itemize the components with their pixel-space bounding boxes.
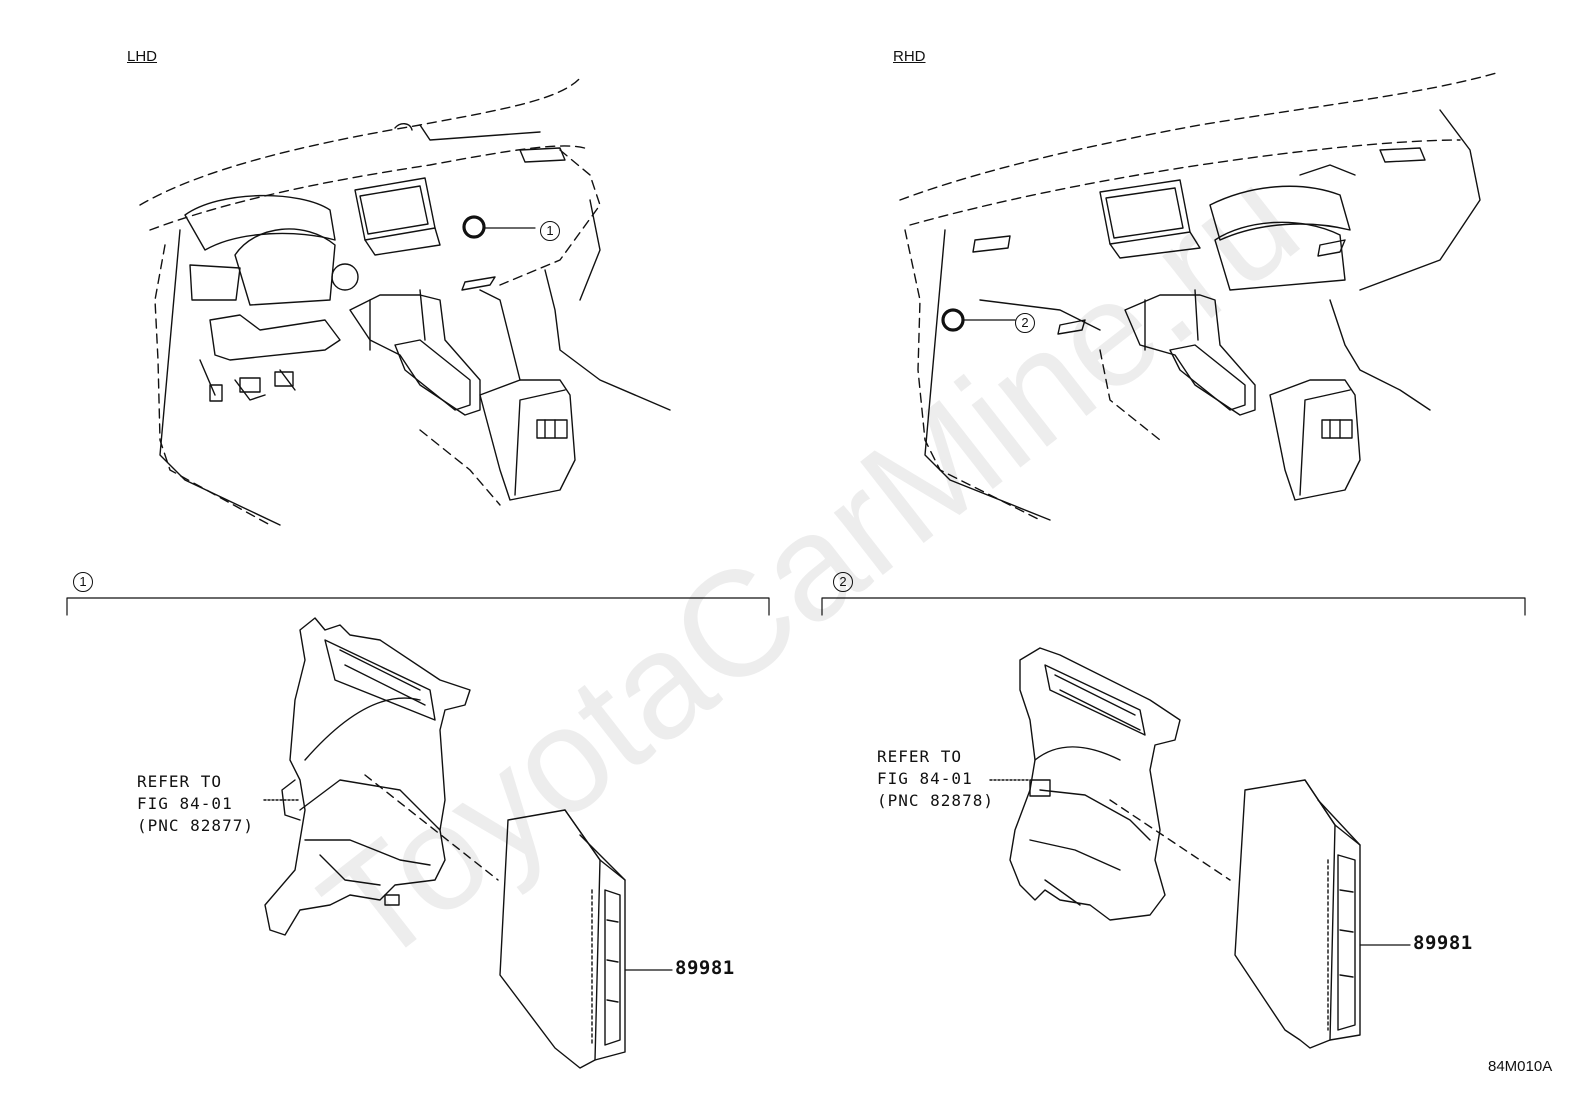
section-number-1: 1 — [73, 572, 93, 592]
rhd-label: RHD — [893, 48, 926, 65]
section-number-2: 2 — [833, 572, 853, 592]
section-brackets — [66, 597, 1526, 616]
right-refer-line-1: REFER TO — [877, 747, 963, 766]
location-callout-1: 1 — [540, 221, 560, 241]
right-refer-line-3: (PNC 82878) — [877, 791, 994, 810]
location-callout-2: 2 — [1015, 313, 1035, 333]
left-bracket-drawing — [263, 617, 673, 1069]
right-part-number: 89981 — [1413, 932, 1473, 954]
right-bracket-drawing — [989, 647, 1411, 1049]
lhd-label: LHD — [127, 48, 158, 65]
right-refer-line-2: FIG 84-01 — [877, 769, 973, 788]
diagram-code: 84M010A — [1488, 1058, 1553, 1075]
left-part-number: 89981 — [675, 957, 735, 979]
lhd-dashboard-drawing — [139, 77, 671, 526]
left-refer-line-2: FIG 84-01 — [137, 794, 233, 813]
rhd-dashboard-drawing — [899, 71, 1501, 521]
left-refer-line-1: REFER TO — [137, 772, 223, 791]
left-refer-line-3: (PNC 82877) — [137, 816, 254, 835]
